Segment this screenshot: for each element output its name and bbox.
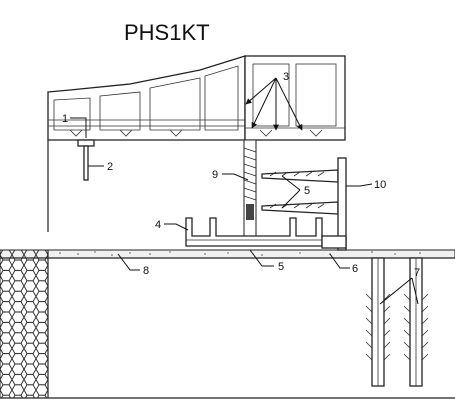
leader-lines	[70, 77, 419, 305]
callout-7: 7	[414, 267, 420, 279]
part-7-plugs	[365, 257, 429, 387]
base-profile	[185, 217, 347, 249]
callout-labels: 1 2 3 4 5 5 6 7 8 9 10	[62, 71, 420, 279]
callout-3: 3	[283, 71, 289, 83]
drawing-title: PHS1KT	[124, 20, 210, 45]
callout-9: 9	[212, 169, 218, 181]
part-2-rod	[77, 139, 95, 181]
callout-5-screws: 5	[304, 185, 310, 197]
part-5-screws	[261, 169, 339, 215]
substrate	[0, 249, 455, 399]
callout-8: 8	[143, 265, 149, 277]
insulation-hatch	[0, 249, 49, 399]
part-10-plate	[337, 157, 347, 251]
window-profile	[47, 55, 346, 232]
callout-10: 10	[374, 179, 386, 191]
callout-2: 2	[107, 161, 113, 173]
callout-4: 4	[155, 219, 161, 231]
callout-6: 6	[352, 263, 358, 275]
callout-1: 1	[62, 113, 68, 125]
callout-5-base: 5	[278, 261, 284, 273]
part-9-screw	[243, 139, 257, 241]
